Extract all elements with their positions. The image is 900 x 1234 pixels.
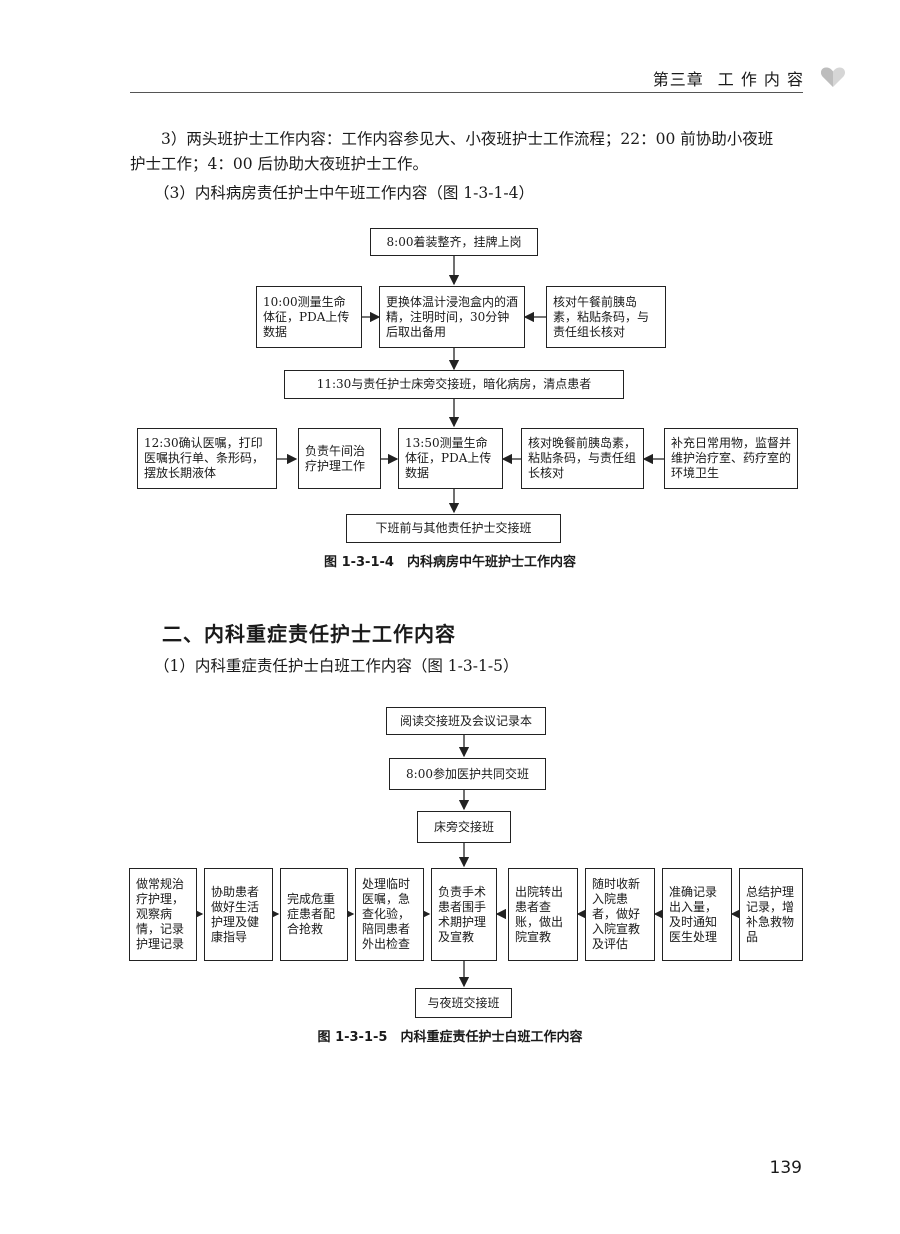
flow-step: 核对晚餐前胰岛素，粘贴条码，与责任组长核对 — [521, 428, 644, 489]
figure-caption: 图 1-3-1-5 内科重症责任护士白班工作内容 — [317, 1030, 583, 1045]
flow-step: 10:00测量生命体征，PDA上传数据 — [256, 286, 362, 348]
section-heading: 二、内科重症责任护士工作内容 — [162, 622, 456, 646]
running-header: 第三章工 作 内 容 — [653, 66, 804, 90]
flow-step: 8:00着装整齐，挂牌上岗 — [370, 228, 538, 256]
chapter-title: 工 作 内 容 — [717, 70, 804, 89]
flow-step: 出院转出患者查账，做出院宣教 — [508, 868, 578, 961]
flow-step: 8:00参加医护共同交班 — [389, 758, 546, 790]
flow-step: 负责午间治疗护理工作 — [298, 428, 381, 489]
flow-step: 完成危重症患者配合抢救 — [280, 868, 348, 961]
paragraph-line: 3）两头班护士工作内容：工作内容参见大、小夜班护士工作流程；22：00 前协助小… — [161, 130, 774, 148]
flow-step: 床旁交接班 — [417, 811, 511, 843]
paragraph-line: 护士工作；4：00 后协助大夜班护士工作。 — [130, 155, 429, 173]
flow-step: 随时收新入院患者，做好入院宣教及评估 — [585, 868, 655, 961]
flow-step: 13:50测量生命体征，PDA上传数据 — [398, 428, 503, 489]
flow-step: 处理临时医嘱，急查化验，陪同患者外出检查 — [355, 868, 424, 961]
figure-caption: 图 1-3-1-4 内科病房中午班护士工作内容 — [324, 555, 576, 570]
paragraph-figure-intro: （1）内科重症责任护士白班工作内容（图 1-3-1-5） — [154, 657, 519, 675]
flow-step: 做常规治疗护理，观察病情，记录护理记录 — [129, 868, 197, 961]
flow-step: 协助患者做好生活护理及健康指导 — [204, 868, 273, 961]
flow-step: 11:30与责任护士床旁交接班，暗化病房，清点患者 — [284, 370, 624, 399]
flow-step: 12:30确认医嘱，打印医嘱执行单、条形码，摆放长期液体 — [137, 428, 277, 489]
header-rule — [130, 92, 803, 93]
flow-step: 下班前与其他责任护士交接班 — [346, 514, 561, 543]
chapter-label: 第三章 — [652, 70, 704, 89]
flow-step: 与夜班交接班 — [415, 988, 512, 1018]
flow-step: 准确记录出入量，及时通知医生处理 — [662, 868, 732, 961]
paragraph-figure-intro: （3）内科病房责任护士中午班工作内容（图 1-3-1-4） — [154, 184, 534, 202]
flow-step: 更换体温计浸泡盒内的酒精，注明时间，30分钟后取出备用 — [379, 286, 525, 348]
flow-step: 阅读交接班及会议记录本 — [386, 707, 546, 735]
page-number: 139 — [769, 1158, 802, 1178]
flow-step: 总结护理记录，增补急救物品 — [739, 868, 803, 961]
flow-step: 补充日常用物，监督并维护治疗室、药疗室的环境卫生 — [664, 428, 798, 489]
flow-step: 负责手术患者围手术期护理及宣教 — [431, 868, 497, 961]
flow-step: 核对午餐前胰岛素，粘贴条码，与责任组长核对 — [546, 286, 666, 348]
heart-icon — [820, 67, 846, 87]
